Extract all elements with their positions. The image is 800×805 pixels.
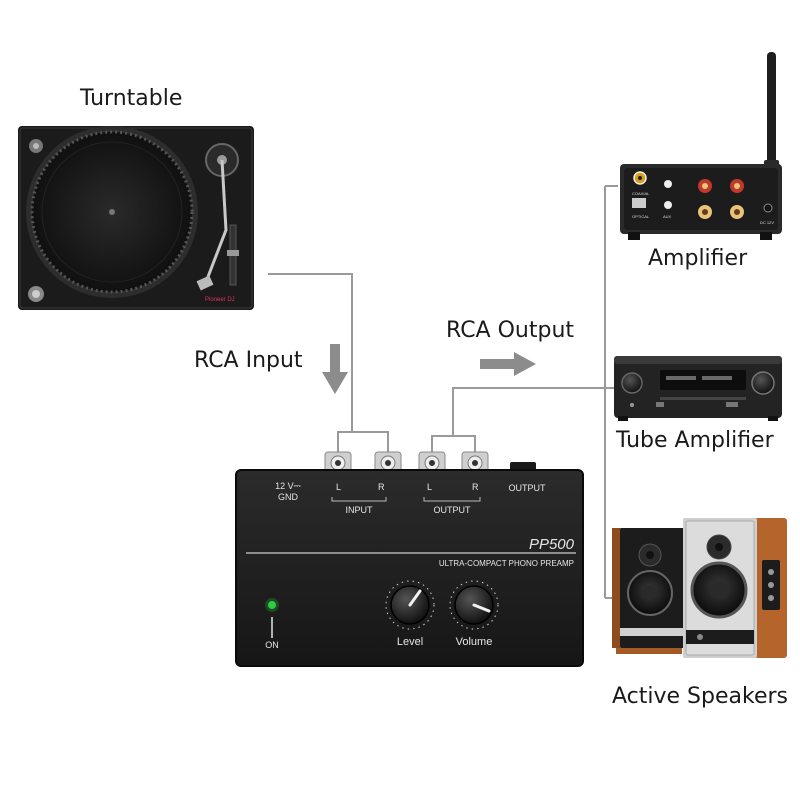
output-left-label: L [427,482,432,492]
on-label: ON [265,640,279,650]
amp-dc-label: DC 12V [760,220,774,225]
amp-optical-label: OPTICAL [632,214,650,219]
rca-output-label: RCA Output [446,318,575,343]
turntable-brand: Pioneer DJ [205,297,235,303]
rca-output-arrow-icon [480,352,536,376]
active-speakers-image [612,518,787,658]
wires [268,185,618,599]
gnd-label: GND [278,492,299,502]
input-left-label: L [336,482,341,492]
output-splitter [431,435,476,452]
active-speakers-label: Active Speakers [612,684,788,709]
turntable-image: Pioneer DJ [18,126,254,310]
amp-coaxial-label: COAXIAL [632,191,650,196]
power-label: 12 V⎓ [275,481,301,491]
rca-input-label: RCA Input [194,348,303,373]
volume-knob[interactable] [449,580,499,630]
amplifier-image: COAXIAL OPTICAL AUX DC 12V [620,52,782,240]
output-jack-label: OUTPUT [509,483,547,493]
input-splitter [337,431,389,452]
input-right-label: R [378,482,385,492]
amp-aux-label: AUX [663,214,672,219]
amplifier-label: Amplifier [648,246,748,271]
output-label: OUTPUT [434,505,472,515]
model-name: PP500 [529,536,575,553]
output-cable [452,387,605,436]
output-jacks [418,451,489,475]
input-label: INPUT [346,505,374,515]
power-led-icon [268,601,276,609]
turntable-label: Turntable [80,86,183,111]
level-knob[interactable] [385,580,435,630]
tube-amplifier-image [614,356,782,421]
preamp-subtitle: ULTRA-COMPACT PHONO PREAMP [439,559,574,568]
output-right-label: R [472,482,479,492]
tube-amplifier-label: Tube Amplifier [616,428,774,453]
level-label: Level [397,636,423,648]
preamp-device: 12 V⎓ GND L R INPUT L R OUTPUT OUTPUT PP… [235,451,584,667]
rca-input-arrow-icon [322,344,348,394]
volume-label: Volume [456,636,493,648]
input-cable [268,273,353,432]
